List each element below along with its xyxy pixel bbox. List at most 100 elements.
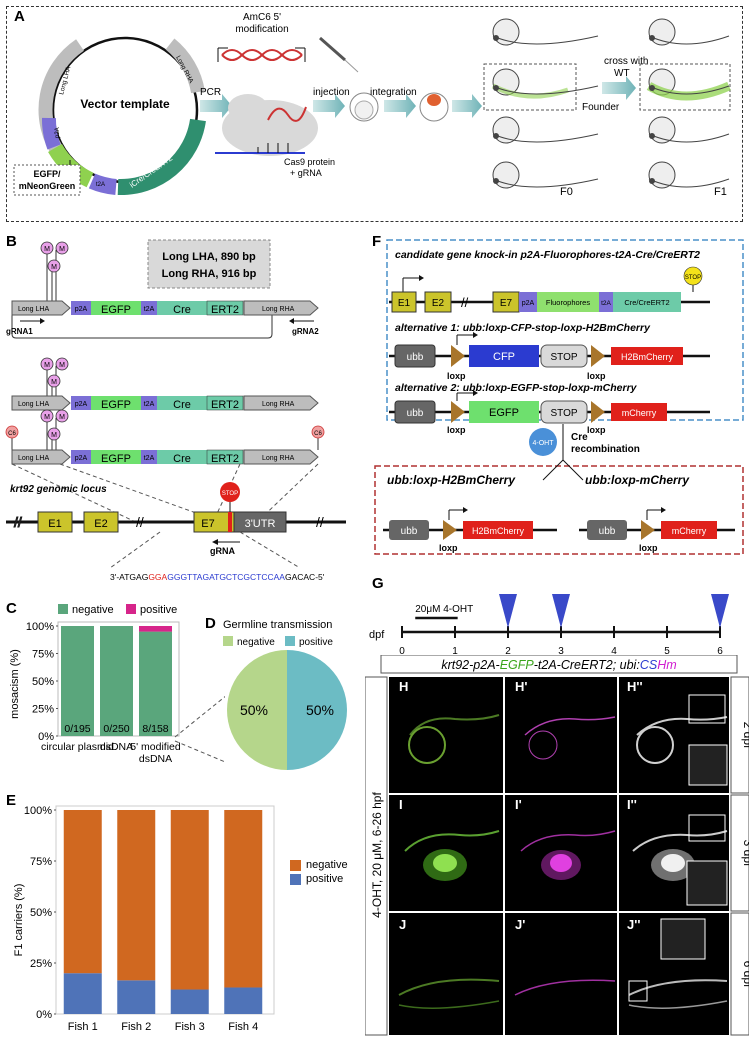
h-row-2dpf: H H' H''	[389, 677, 729, 793]
d-title: Germline transmission	[223, 619, 332, 631]
y-tick-label: 100%	[26, 621, 54, 633]
c-ylabel: mosacism (%)	[9, 649, 21, 719]
svg-text://: //	[461, 295, 469, 310]
f-loxp: loxp	[639, 543, 658, 553]
f-h2bmcherry: H2BmCherry	[621, 352, 674, 362]
bar-negative	[139, 631, 172, 736]
panel-d-letter: D	[205, 615, 216, 632]
legend-negative: negative	[237, 637, 275, 648]
timeline-tick-label: 1	[452, 646, 458, 657]
y-tick-label: 50%	[32, 676, 54, 688]
f-cre-recomb-1: Cre	[571, 432, 588, 443]
f-fluorophores: Fluorophores	[546, 298, 590, 307]
pie-value-label: 50%	[306, 702, 334, 718]
krt92-locus: krt92 genomic locus // E1 E2 // E7 3'UTR…	[6, 482, 346, 582]
f-cre-recomb-2: recombination	[571, 444, 640, 455]
legend-positive: positive	[299, 637, 333, 648]
svg-text://: //	[136, 514, 144, 530]
panel-c-letter: C	[6, 600, 17, 617]
m-label: M	[51, 264, 57, 271]
legend-neg-swatch	[290, 860, 301, 871]
utr-label: 3'UTR	[245, 518, 276, 530]
panel-f-diagram: candidate gene knock-in p2A-Fluorophores…	[374, 239, 744, 555]
f-cre: Cre/CreERT2	[624, 298, 669, 307]
f-e7: E7	[500, 298, 513, 309]
panel-e-letter: E	[6, 792, 17, 809]
egfp-label: EGFP	[101, 304, 131, 316]
x-tick-label: Fish 2	[121, 1021, 151, 1033]
f-loxp: loxp	[587, 371, 606, 381]
legend-pos-swatch	[126, 604, 136, 614]
panel-d-chart: Germline transmission negative positive …	[223, 619, 347, 770]
seg-p2a: p2A	[55, 127, 61, 138]
m-label: M	[51, 379, 57, 386]
e-ylabel: F1 carriers (%)	[13, 884, 25, 957]
pie-slice-negative	[227, 650, 287, 770]
y-tick-label: 0%	[38, 731, 54, 743]
row-label-3dpf: 3 dpf	[741, 840, 749, 867]
locus-label: krt92 genomic locus	[10, 484, 107, 495]
x-tick-label: dsDNA	[100, 741, 133, 753]
bar-positive	[170, 989, 209, 1014]
imaging-marker	[711, 594, 729, 628]
img-label: H''	[627, 679, 643, 694]
bar-negative	[170, 810, 209, 990]
panel-f-letter: F	[372, 233, 382, 250]
founder-label: Founder	[582, 102, 620, 113]
panel-g-letter: G	[372, 575, 384, 592]
t2a-label: t2A	[144, 401, 155, 408]
long-lha-label: Long LHA	[18, 455, 49, 462]
ert2-label: ERT2	[211, 304, 239, 316]
x-tick-label: 5' modified	[130, 741, 181, 753]
f-alt2: alternative 2: ubb:loxp-EGFP-stop-loxp-m…	[395, 382, 638, 394]
grna-label: gRNA	[210, 546, 235, 556]
m-label: M	[51, 432, 57, 439]
row-label-6dpf: 6 dpf	[741, 961, 749, 988]
target-sequence: 3'-ATGAGGGAGGGTTAGATGCTCGCTCCAAGACAC-5'	[110, 572, 325, 582]
zoom-line	[174, 696, 225, 738]
fluor-line2: mNeonGreen	[19, 181, 76, 191]
f-title: candidate gene knock-in p2A-Fluorophores…	[395, 249, 700, 261]
f-e1: E1	[398, 298, 411, 309]
seq-part: GACAC-5'	[285, 572, 325, 582]
f-ubb: ubb	[407, 352, 424, 363]
f-res1: ubb:loxp-H2BmCherry	[387, 473, 516, 487]
bar-positive	[224, 987, 263, 1014]
timeline-tick-label: 4	[611, 646, 617, 657]
legend-pos-swatch	[285, 636, 295, 646]
bar-negative	[63, 810, 102, 974]
egfp-label: EGFP	[101, 453, 131, 465]
seq-part: GGGTTAGATGCTCGCTCCAA	[167, 572, 285, 582]
panel-c-chart: negative positive mosacism (%) 0%25%50%7…	[9, 604, 225, 765]
stop-label: STOP	[222, 491, 238, 497]
bar-positive	[117, 980, 156, 1014]
cre-label: Cre	[173, 304, 191, 316]
arm-length-line1: Long LHA, 890 bp	[162, 251, 256, 263]
injection-arrow	[313, 94, 345, 118]
img-label: I	[399, 797, 403, 812]
bar-positive	[63, 973, 102, 1014]
bar-negative	[224, 810, 263, 988]
m-label: M	[44, 362, 50, 369]
panel-b-letter: B	[6, 233, 17, 250]
data-label: 0/250	[103, 723, 129, 735]
exon-e2: E2	[94, 518, 107, 530]
h-row-3dpf: I I' I''	[389, 795, 729, 911]
img-label: I'	[515, 797, 522, 812]
svg-text://: //	[316, 514, 324, 530]
legend-neg-swatch	[223, 636, 233, 646]
integration-arrow	[384, 94, 416, 118]
f-loxp: loxp	[587, 425, 606, 435]
f-alt1: alternative 1: ubb:loxp-CFP-stop-loxp-H2…	[395, 322, 651, 334]
cross-arrow	[602, 76, 636, 100]
seq-part: 3'-ATGAG	[110, 572, 148, 582]
legend-negative: negative	[72, 604, 114, 616]
legend-positive: positive	[306, 873, 343, 885]
f-e2: E2	[432, 298, 445, 309]
x-tick-label: Fish 3	[175, 1021, 205, 1033]
panel-e-chart: F1 carriers (%) negative positive 0%25%5…	[13, 805, 348, 1033]
integration-label: integration	[370, 87, 417, 98]
treatment-label: 20μM 4-OHT	[415, 604, 473, 615]
c6-label: C6	[314, 431, 322, 437]
